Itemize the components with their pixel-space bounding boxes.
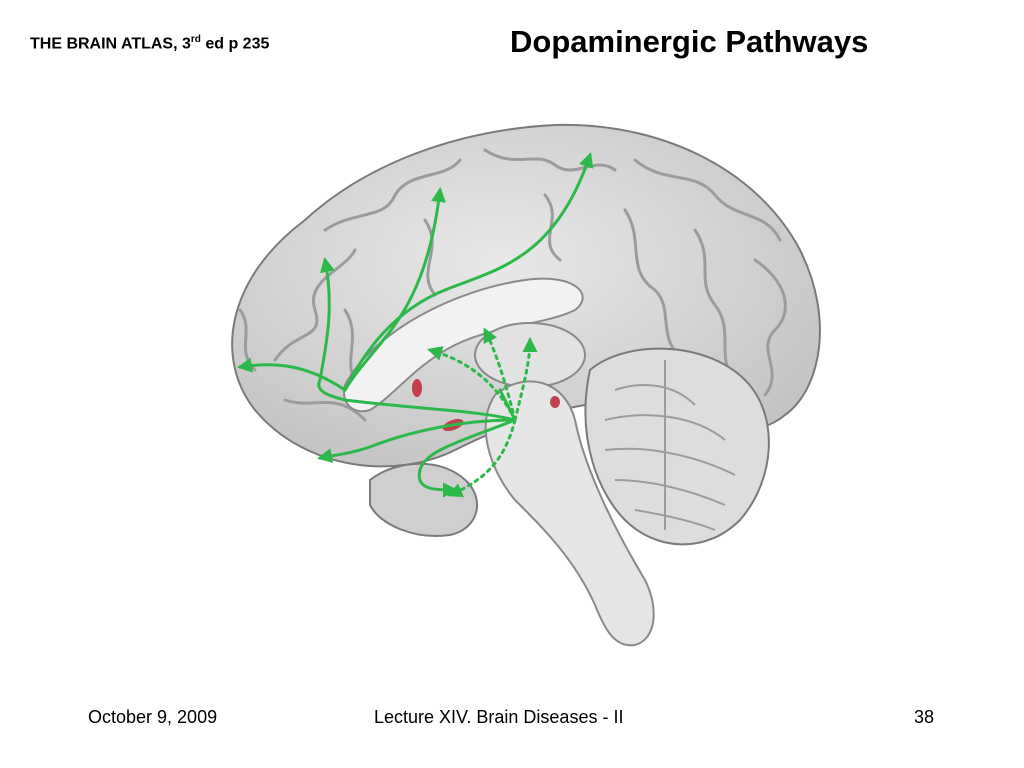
cerebellum [584, 347, 770, 546]
corpus-callosum [343, 277, 584, 413]
page-number: 38 [914, 707, 935, 727]
footer-date: October 9, 2009 [88, 707, 218, 727]
cerebellum-folia [604, 360, 736, 531]
mesolimbic-path [317, 418, 517, 464]
source-prefix: THE BRAIN ATLAS, 3 [30, 35, 191, 53]
mesocortical-path-3 [343, 187, 447, 392]
mesostriatal-path [417, 418, 517, 498]
source-suffix: ed p 235 [200, 35, 270, 53]
dopamine-nucleus-midbrain [550, 396, 560, 408]
footer-course-title: Lecture XIV. Brain Diseases - II [374, 707, 624, 727]
dotted-path-dorsal-2 [513, 337, 538, 422]
source-superscript: rd [190, 34, 201, 45]
dopamine-pathways [237, 152, 594, 498]
dotted-path-ventral [447, 418, 517, 498]
slide-title: Dopaminergic Pathways [510, 24, 869, 59]
brain-sagittal-illustration [231, 123, 821, 647]
dopamine-nucleus-hypothalamic [412, 379, 422, 397]
brainstem [484, 380, 655, 647]
dotted-path-thalamic [427, 346, 517, 422]
source-reference: THE BRAIN ATLAS, 3rd ed p 235 [30, 34, 269, 53]
mesocortical-path-2 [343, 152, 594, 392]
dotted-path-dorsal-1 [483, 327, 517, 422]
mesocortical-path-4 [237, 357, 347, 392]
temporal-lobe [369, 462, 479, 537]
dopamine-dotted-pathways [427, 327, 538, 498]
mesocortical-path-1 [317, 257, 517, 422]
